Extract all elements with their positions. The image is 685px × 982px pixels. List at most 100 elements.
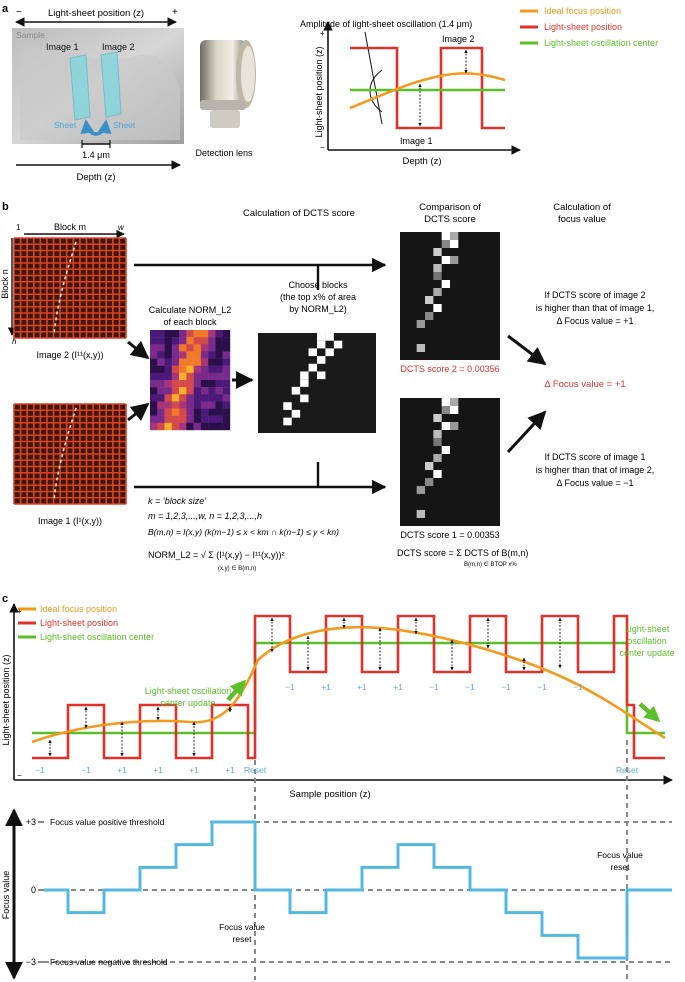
heatmap-cell [186, 387, 194, 395]
heatmap-cell [179, 415, 187, 424]
dcts-block [433, 272, 442, 280]
heatmap-cell [193, 351, 202, 359]
c-legend-center: Light-sheet oscillation center [40, 632, 154, 642]
heatmap-cell [208, 344, 216, 352]
dcts-block [425, 312, 434, 320]
heatmap-cell [215, 422, 223, 431]
selected-block [317, 333, 326, 341]
selected-block [300, 379, 309, 387]
a-sheet-left-label: Sheet [54, 120, 77, 130]
heatmap-cell [179, 422, 187, 431]
heatmap-cell [179, 387, 187, 395]
c-distance-arrows [48, 617, 562, 757]
heatmap-cell [179, 394, 187, 402]
heatmap-cell [215, 358, 223, 366]
heatmap-cell [150, 394, 158, 402]
dcts-block [433, 248, 442, 256]
b-image2-label: Image 2 (I¹¹(x,y)) [36, 350, 103, 360]
heatmap-cell [171, 351, 180, 359]
heatmap-cell [208, 351, 216, 359]
b-b-def: B(m,n) = I(x,y) (k(m−1) ≤ x < km ∩ k(n−1… [148, 527, 339, 537]
b-norm-sub: (x,y) ∈ B(m,n) [218, 565, 256, 572]
heatmap-cell [171, 408, 180, 416]
dcts-block [441, 446, 450, 454]
sample-label: Sample [16, 30, 45, 40]
heatmap-cell [157, 415, 165, 424]
b-if2-line3: Δ Focus value = +1 [556, 316, 633, 326]
heatmap-cell [171, 387, 180, 395]
heatmap-cell [222, 358, 231, 366]
selected-block [300, 371, 309, 380]
heatmap-cell [171, 380, 180, 388]
a-depth-label: Depth (z) [76, 172, 115, 183]
c-update-right-line3: center update [619, 648, 674, 658]
dcts-block [433, 454, 442, 462]
c-tick-0: 0 [31, 885, 36, 895]
b-delta-result: Δ Focus value = +1 [544, 379, 625, 390]
heatmap-cell [193, 372, 202, 381]
heatmap-cell [208, 358, 216, 366]
c-first-label: −1 [35, 765, 45, 775]
heatmap-cell [200, 422, 209, 431]
heatmap-cell [208, 372, 216, 381]
heatmap-cell [157, 372, 165, 381]
c-bottom-y-label: Focus value [1, 871, 11, 920]
heatmap-cell [150, 337, 158, 345]
c-light-sheet-square-wave [32, 614, 665, 760]
a-ideal-focus-curve [349, 72, 506, 110]
heatmap-cell [164, 401, 173, 409]
a-top-arrow-label: Light-sheet position (z) [48, 8, 144, 19]
b-dcts-sum: DCTS score = Σ DCTS of B(m,n) [397, 548, 528, 558]
c-legend-ideal: Ideal focus position [40, 604, 117, 614]
norm-l2-heatmap [150, 330, 231, 431]
heatmap-cell [208, 365, 216, 374]
dcts-block [433, 430, 442, 438]
heatmap-cell [157, 365, 165, 374]
spacing-label: 1.4 μm [82, 150, 110, 160]
selected-block [300, 394, 309, 403]
heatmap-cell [164, 394, 173, 402]
sheet-image1 [69, 54, 91, 121]
heatmap-cell [171, 344, 180, 352]
dcts-background [400, 232, 500, 360]
dcts-block [416, 344, 425, 352]
a-plus-sign: + [172, 7, 178, 18]
c-high-label-9: −1 [573, 682, 583, 692]
heatmap-cell [186, 344, 194, 352]
heatmap-cell [164, 358, 173, 366]
b-block-m-label: Block m [54, 222, 86, 232]
selected-blocks-image [258, 333, 376, 433]
dcts-block [450, 398, 459, 406]
c-update-left-line2: center update [160, 698, 215, 708]
heatmap-cell [200, 344, 209, 352]
heatmap-cell [157, 358, 165, 366]
heatmap-cell [164, 372, 173, 381]
c-high-label-4: +1 [393, 682, 403, 692]
c-high-label-3: +1 [357, 682, 367, 692]
heatmap-cell [186, 394, 194, 402]
b-dcts-sub: B(m,n) ∈ BTOP x% [464, 561, 517, 568]
sample-texture [20, 47, 180, 140]
dcts-block [450, 240, 459, 248]
heatmap-cell [215, 372, 223, 381]
heatmap-cell [179, 337, 187, 345]
amplitude-label: Amplitude of light-sheet oscillation (1.… [300, 19, 472, 29]
selected-block [308, 348, 317, 357]
heatmap-cell [179, 344, 187, 352]
a-minus-sign: − [16, 7, 22, 18]
c-low-label-1: −1 [81, 765, 91, 775]
b-if1-line1: If DCTS score of image 1 [544, 452, 645, 462]
heatmap-cell [171, 394, 180, 402]
image2-grid [13, 237, 127, 339]
heatmap-cell [164, 351, 173, 359]
heatmap-cell [157, 422, 165, 431]
b-comparison-line2: DCTS score [424, 214, 476, 225]
b-comparison-line1: Comparison of [419, 202, 481, 213]
heatmap-cell [157, 344, 165, 352]
heatmap-cell [150, 358, 158, 366]
heatmap-cell [208, 422, 216, 431]
heatmap-cell [215, 408, 223, 416]
heatmap-cell [193, 394, 202, 402]
heatmap-cell [179, 380, 187, 388]
